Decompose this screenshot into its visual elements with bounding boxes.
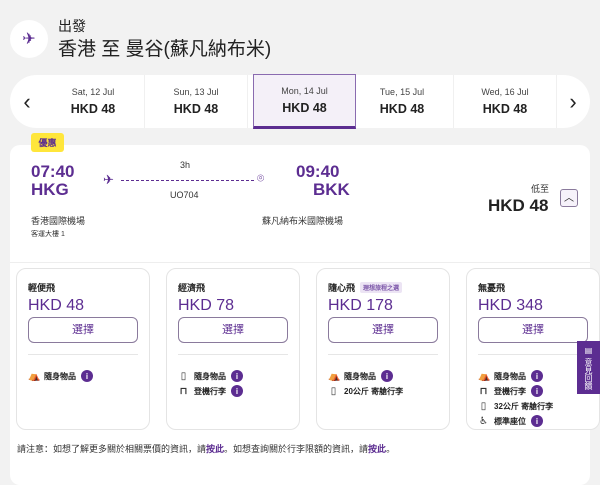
fare-name: 輕便飛 (28, 282, 56, 293)
plane-icon: ✈ (103, 172, 114, 187)
fare-price: HKD 348 (478, 297, 543, 314)
info-icon[interactable]: i (531, 370, 543, 382)
collapse-button[interactable]: ︿ (560, 189, 578, 207)
fare-name: 隨心飛 (328, 282, 356, 293)
feedback-icon: ▤ (584, 345, 593, 355)
suitcase-icon: ▯ (480, 400, 487, 412)
suitcase-icon: ▯ (180, 370, 187, 382)
page-title: 香港 至 曼谷(蘇凡納布米) (58, 39, 272, 60)
briefcase-icon: ⊓ (479, 385, 488, 397)
direction-label: 出發 (58, 18, 86, 34)
recommended-tag: 理想旅程之選 (360, 281, 403, 293)
arrival-code: BKK (313, 180, 350, 199)
fare-note: 請注意：如想了解更多關於相關票價的資訊，請按此。如想查詢關於行李限額的資訊，請按… (17, 444, 396, 454)
departure-terminal: 客運大樓 1 (31, 231, 65, 238)
departure-airport: 香港國際機場 (31, 216, 86, 226)
backpack-icon: ⛺ (328, 370, 341, 382)
fare-price: HKD 78 (178, 297, 235, 314)
fare-info-link[interactable]: 按此 (206, 444, 225, 454)
fare-feature: ▯32公斤 寄艙行李 (478, 399, 588, 413)
baggage-info-link[interactable]: 按此 (368, 444, 387, 454)
fare-price: HKD 178 (328, 297, 393, 314)
lowest-price: HKD 48 (488, 196, 549, 215)
info-icon[interactable]: i (231, 370, 243, 382)
chevron-left-icon[interactable]: ‹ (23, 88, 31, 114)
fare-name: 經濟飛 (178, 282, 206, 293)
backpack-icon: ⛺ (478, 370, 491, 382)
chevron-right-icon[interactable]: › (569, 88, 577, 114)
route-line (121, 180, 254, 181)
plane-departure-icon: ✈ (10, 20, 48, 58)
select-fare-button[interactable]: 選擇 (28, 317, 138, 343)
info-icon[interactable]: i (231, 385, 243, 397)
briefcase-icon: ⊓ (179, 385, 188, 397)
info-icon[interactable]: i (381, 370, 393, 382)
fare-name: 無憂飛 (478, 282, 506, 293)
arrival-time: 09:40 (296, 162, 340, 181)
backpack-icon: ⛺ (28, 370, 41, 382)
feedback-tab[interactable]: ▤意見回饋 (577, 341, 600, 394)
fare-feature: ▯20公斤 寄艙行李 (328, 384, 438, 398)
suitcase-icon: ▯ (330, 385, 337, 397)
departure-time: 07:40 (31, 162, 75, 181)
fare-price: HKD 48 (28, 297, 85, 314)
select-fare-button[interactable]: 選擇 (478, 317, 588, 343)
seat-icon: ♿ (479, 415, 488, 427)
departure-code: HKG (31, 180, 69, 199)
location-pin-icon: ⌾ (257, 171, 265, 185)
arrival-airport: 蘇凡納布米國際機場 (262, 216, 344, 226)
from-label: 低至 (531, 184, 550, 194)
select-fare-button[interactable]: 選擇 (178, 317, 288, 343)
select-fare-button[interactable]: 選擇 (328, 317, 438, 343)
flight-number: UO704 (170, 190, 199, 200)
duration: 3h (180, 160, 191, 170)
info-icon[interactable]: i (531, 415, 543, 427)
deal-badge: 優惠 (31, 133, 64, 152)
info-icon[interactable]: i (531, 385, 543, 397)
info-icon[interactable]: i (81, 370, 93, 382)
